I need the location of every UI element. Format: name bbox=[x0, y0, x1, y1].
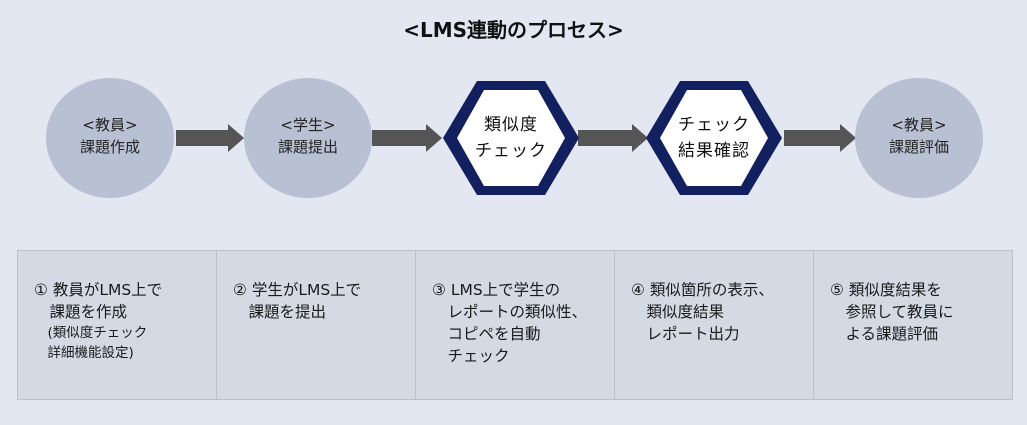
diagram-title: <LMS連動のプロセス> bbox=[403, 18, 624, 42]
step-text: チェック bbox=[432, 347, 510, 365]
process-node-text-5-2: 課題評価 bbox=[888, 138, 949, 156]
step-text: ② 学生がLMS上で bbox=[233, 281, 362, 299]
step-text: ① 教員がLMS上で bbox=[34, 281, 163, 299]
step-cell-1: ① 教員がLMS上で 課題を作成 (類似度チェック 詳細機能設定) bbox=[18, 251, 217, 399]
step-cell-2: ② 学生がLMS上で 課題を提出 bbox=[217, 251, 416, 399]
step-text: ③ LMS上で学生の bbox=[432, 281, 561, 299]
step-subtext: (類似度チェック bbox=[34, 325, 148, 341]
process-node-text-1-2: 課題作成 bbox=[79, 138, 140, 156]
step-subtext: 詳細機能設定) bbox=[34, 345, 134, 361]
process-node-text-1-1: <教員> bbox=[82, 116, 138, 134]
flow-arrow-2 bbox=[372, 124, 442, 152]
step-text: レポート出力 bbox=[631, 325, 740, 343]
step-text: ④ 類似箇所の表示、 bbox=[631, 281, 774, 299]
step-text: よる課題評価 bbox=[830, 325, 939, 343]
process-node-text-4-2: 結果確認 bbox=[678, 141, 750, 161]
step-cell-3: ③ LMS上で学生の レポートの類似性、 コピペを自動 チェック bbox=[416, 251, 615, 399]
process-node-hexagon-inner-4 bbox=[660, 90, 768, 186]
process-node-circle-1 bbox=[46, 78, 174, 198]
step-text: 参照して教員に bbox=[830, 303, 954, 321]
process-node-text-3-1: 類似度 bbox=[484, 115, 538, 135]
process-node-label-2: <学生> 課題提出 bbox=[243, 114, 373, 158]
process-node-hexagon-inner-3 bbox=[457, 90, 565, 186]
process-node-text-2-2: 課題提出 bbox=[277, 138, 338, 156]
process-node-text-3-2: チェック bbox=[475, 141, 547, 161]
step-text: 課題を提出 bbox=[233, 303, 327, 321]
process-node-circle-5 bbox=[855, 78, 983, 198]
flow-arrow-1 bbox=[176, 124, 244, 152]
step-text: コピペを自動 bbox=[432, 325, 541, 343]
process-node-label-3: 類似度チェック bbox=[446, 112, 576, 164]
process-node-label-1: <教員> 課題作成 bbox=[45, 114, 175, 158]
step-text: 類似度結果 bbox=[631, 303, 725, 321]
process-node-label-4: チェック結果確認 bbox=[649, 112, 779, 164]
flow-arrow-3 bbox=[578, 124, 648, 152]
process-node-text-4-1: チェック bbox=[678, 115, 750, 135]
step-cell-5: ⑤ 類似度結果を 参照して教員に よる課題評価 bbox=[814, 251, 1012, 399]
process-node-text-5-1: <教員> bbox=[891, 116, 947, 134]
process-flow bbox=[46, 78, 983, 198]
step-text: 課題を作成 bbox=[34, 303, 128, 321]
process-node-label-5: <教員> 課題評価 bbox=[854, 114, 984, 158]
process-node-text-2-1: <学生> bbox=[280, 116, 336, 134]
step-text: レポートの類似性、 bbox=[432, 303, 588, 321]
step-cell-4: ④ 類似箇所の表示、 類似度結果 レポート出力 bbox=[615, 251, 814, 399]
flow-arrow-4 bbox=[784, 124, 856, 152]
step-text: ⑤ 類似度結果を bbox=[830, 281, 942, 299]
process-node-circle-2 bbox=[244, 78, 372, 198]
steps-panel: ① 教員がLMS上で 課題を作成 (類似度チェック 詳細機能設定)② 学生がLM… bbox=[17, 250, 1013, 400]
